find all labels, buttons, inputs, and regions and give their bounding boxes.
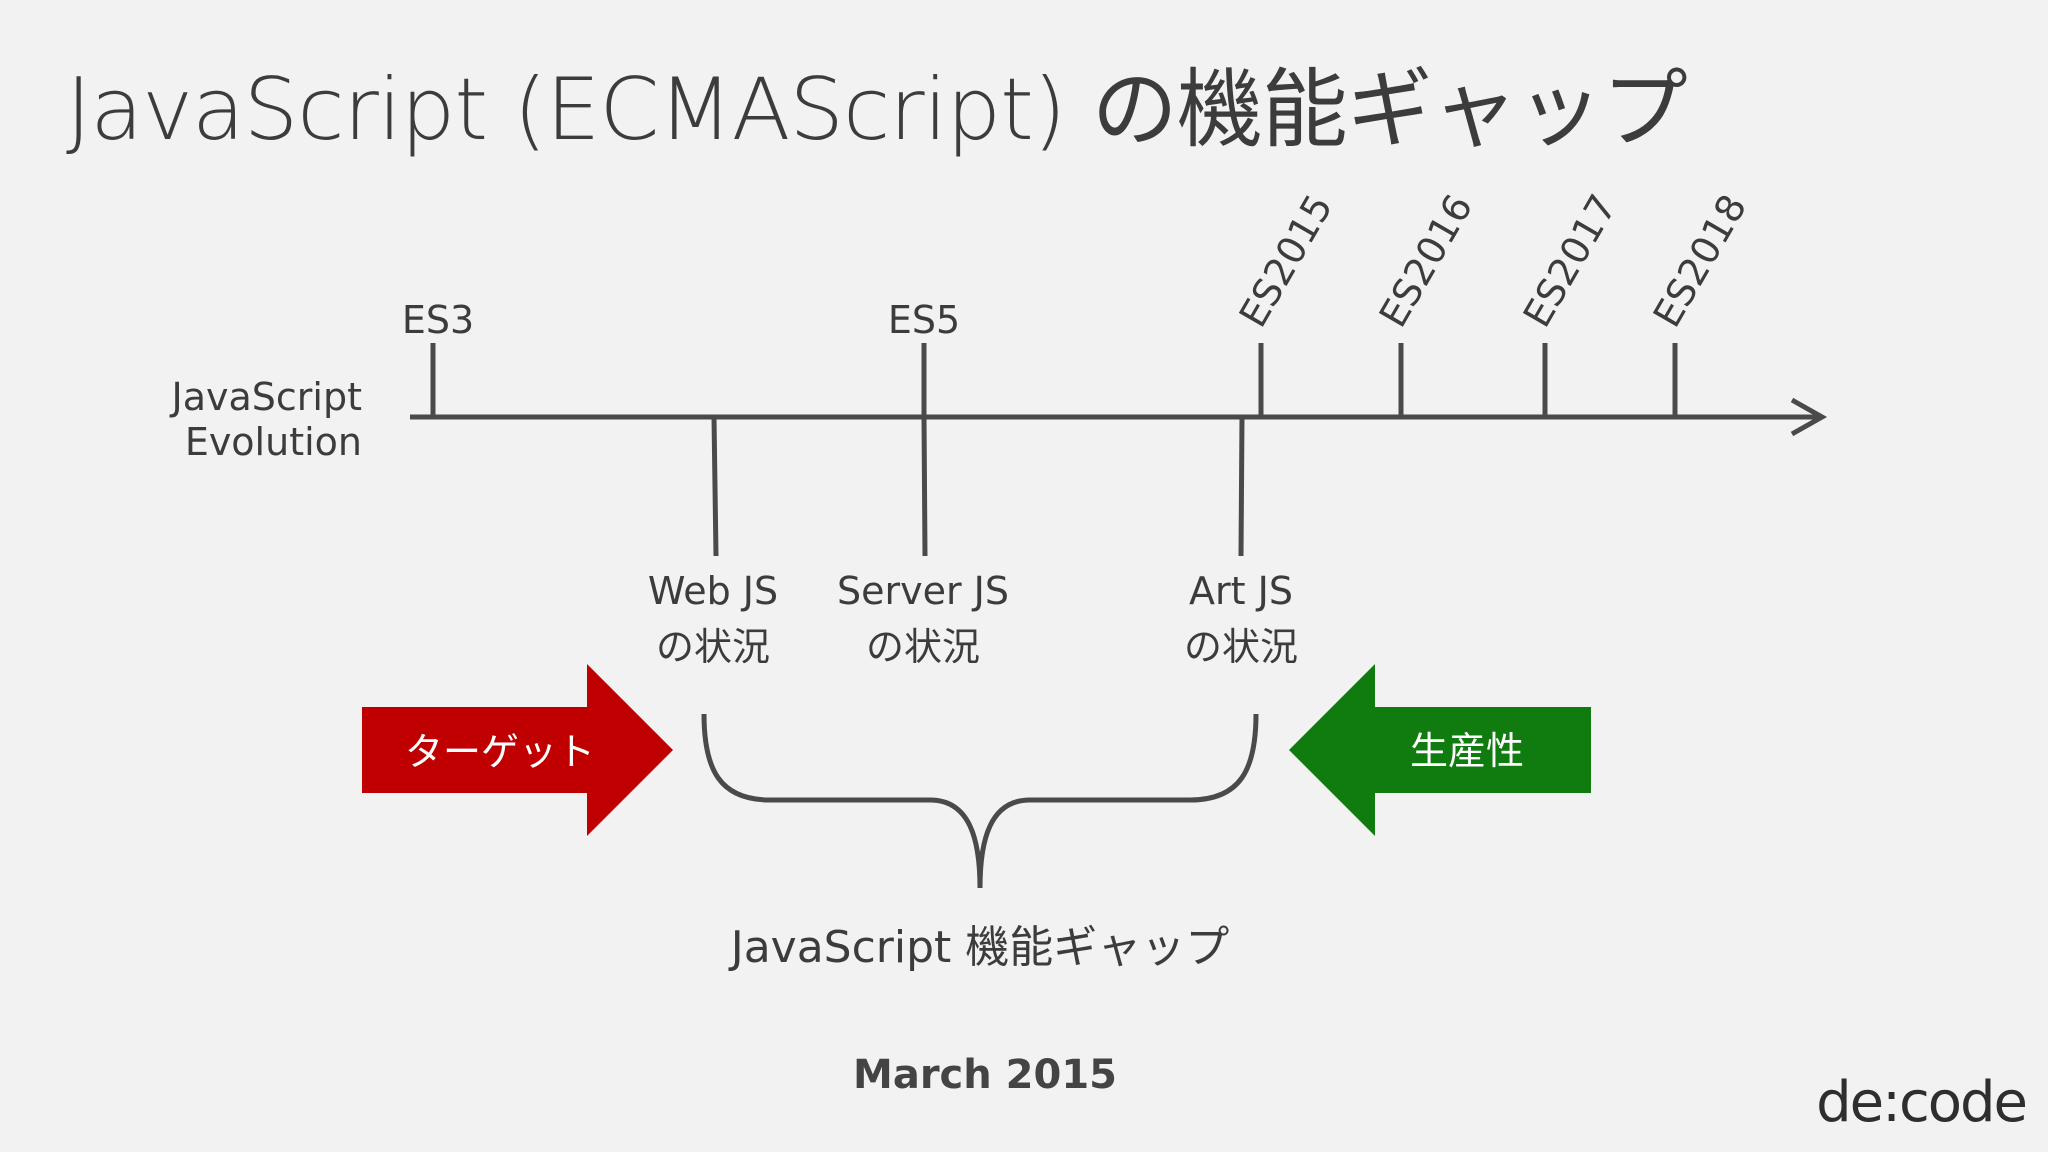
- productivity-arrow-label: 生産性: [1410, 729, 1524, 773]
- decode-logo: de:code: [1816, 1070, 2028, 1135]
- state-label-web-line2: の状況: [656, 625, 770, 669]
- state-tick-art: [1238, 416, 1245, 557]
- release-label-es5: ES5: [888, 298, 960, 342]
- slide-title: JavaScript (ECMAScript) の機能ギャップ: [66, 60, 1688, 160]
- state-tick-web: [711, 416, 719, 557]
- state-label-web-line1: Web JS: [648, 569, 778, 613]
- state-label-server-line1: Server JS: [837, 569, 1009, 613]
- release-label-es2015: ES2015: [1231, 187, 1342, 334]
- target-arrow-label: ターゲット: [405, 730, 595, 774]
- release-label-es2016: ES2016: [1371, 187, 1482, 334]
- gap-brace: [701, 713, 1259, 889]
- state-label-server-line2: の状況: [866, 625, 980, 669]
- gap-label: JavaScript 機能ギャップ: [728, 922, 1230, 973]
- date-label: March 2015: [853, 1052, 1117, 1098]
- productivity-arrow: [1289, 664, 1591, 836]
- target-arrow: [362, 664, 673, 836]
- release-label-es2017: ES2017: [1515, 187, 1626, 334]
- timeline-arrowhead: [1790, 397, 1828, 437]
- release-label-es2018: ES2018: [1645, 187, 1756, 334]
- state-tick-server: [921, 416, 928, 557]
- state-label-art-line1: Art JS: [1189, 569, 1293, 613]
- state-label-art-line2: の状況: [1184, 625, 1298, 669]
- axis-label-line2: Evolution: [185, 420, 362, 464]
- release-label-es3: ES3: [402, 298, 474, 342]
- axis-label-line1: JavaScript: [170, 375, 362, 419]
